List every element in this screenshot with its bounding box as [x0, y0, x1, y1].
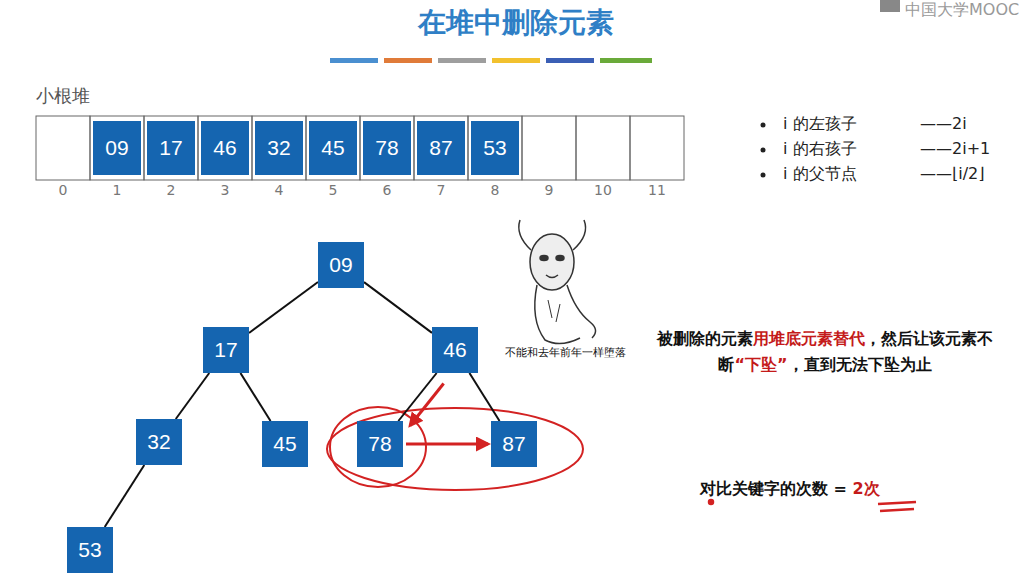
heap-node: 32 [136, 419, 182, 465]
index-number: 5 [306, 182, 360, 198]
note-fragment: 用堆底元素替代 [753, 329, 865, 348]
node-value: 17 [159, 136, 182, 160]
title-color-bar [330, 58, 652, 63]
heap-node: 17 [203, 327, 249, 373]
text-label: ——2i+1 [920, 139, 990, 158]
tree-edge [249, 282, 318, 333]
tree-edge [105, 465, 145, 527]
note-fragment: ，直到无法下坠为止 [788, 355, 932, 374]
index-number: 9 [522, 182, 576, 198]
index-number: 11 [630, 182, 684, 198]
red-arrow [410, 383, 444, 425]
index-number: 1 [90, 182, 144, 198]
tree-edge [398, 373, 436, 421]
index-number: 10 [576, 182, 630, 198]
array-cell: 46 [201, 121, 249, 175]
text-label: 小根堆 [36, 84, 90, 108]
node-value: 53 [483, 136, 506, 160]
heap-node: 45 [262, 421, 308, 467]
node-value: 46 [213, 136, 236, 160]
heap-node: 09 [318, 242, 364, 288]
text-label: i 的父节点 [783, 164, 857, 185]
meme-figure [519, 220, 596, 344]
note-text: 被删除的元素用堆底元素替代，然后让该元素不断“下坠”，直到无法下坠为止 [650, 326, 1000, 378]
index-number: 8 [468, 182, 522, 198]
node-value: 45 [273, 432, 296, 456]
text-label: i 的右孩子 [783, 139, 857, 160]
index-number: 0 [36, 182, 90, 198]
index-number: 4 [252, 182, 306, 198]
tree-edge [176, 373, 210, 419]
array-cell: 45 [309, 121, 357, 175]
compare-fragment: 对比关键字的次数 = [700, 479, 853, 498]
node-value: 53 [78, 538, 101, 562]
meme-caption: 不能和去年前年一样堕落 [490, 345, 640, 360]
text-label: ——2i [920, 114, 967, 133]
array-cell: 17 [147, 121, 195, 175]
array-cell: 87 [417, 121, 465, 175]
tree-edge [469, 373, 499, 421]
tree-edge [240, 373, 270, 421]
array-cell: 53 [471, 121, 519, 175]
bullets [761, 123, 766, 178]
array-cell: 78 [363, 121, 411, 175]
node-value: 87 [429, 136, 452, 160]
text-label: i 的左孩子 [783, 114, 857, 135]
watermark-icon [880, 0, 900, 12]
node-value: 32 [267, 136, 290, 160]
index-number: 6 [360, 182, 414, 198]
text-label: ——⌊i/2⌋ [920, 164, 985, 183]
title: 在堆中删除元素 [0, 4, 1031, 42]
note-fragment: “下坠” [734, 355, 787, 374]
tree-edge [364, 282, 432, 333]
node-value: 78 [368, 432, 391, 456]
red-circles [327, 407, 583, 490]
heap-node: 46 [432, 327, 478, 373]
index-number: 3 [198, 182, 252, 198]
watermark: 中国大学MOOC [905, 0, 1019, 21]
heap-node: 78 [357, 421, 403, 467]
node-value: 46 [443, 338, 466, 362]
compare-fragment: 2次 [853, 479, 880, 498]
node-value: 09 [105, 136, 128, 160]
array-cell: 32 [255, 121, 303, 175]
node-value: 78 [375, 136, 398, 160]
note-fragment: 被删除的元素 [657, 329, 753, 348]
heap-node: 53 [67, 527, 113, 573]
heap-node: 87 [491, 421, 537, 467]
node-value: 17 [214, 338, 237, 362]
compare-text: 对比关键字的次数 = 2次 [700, 476, 880, 502]
red-arrow [406, 443, 488, 446]
array-cell: 09 [93, 121, 141, 175]
node-value: 09 [329, 253, 352, 277]
underline-marks [709, 500, 916, 511]
index-number: 7 [414, 182, 468, 198]
node-value: 32 [147, 430, 170, 454]
node-value: 45 [321, 136, 344, 160]
array-cells [36, 116, 684, 180]
index-number: 2 [144, 182, 198, 198]
node-value: 87 [502, 432, 525, 456]
